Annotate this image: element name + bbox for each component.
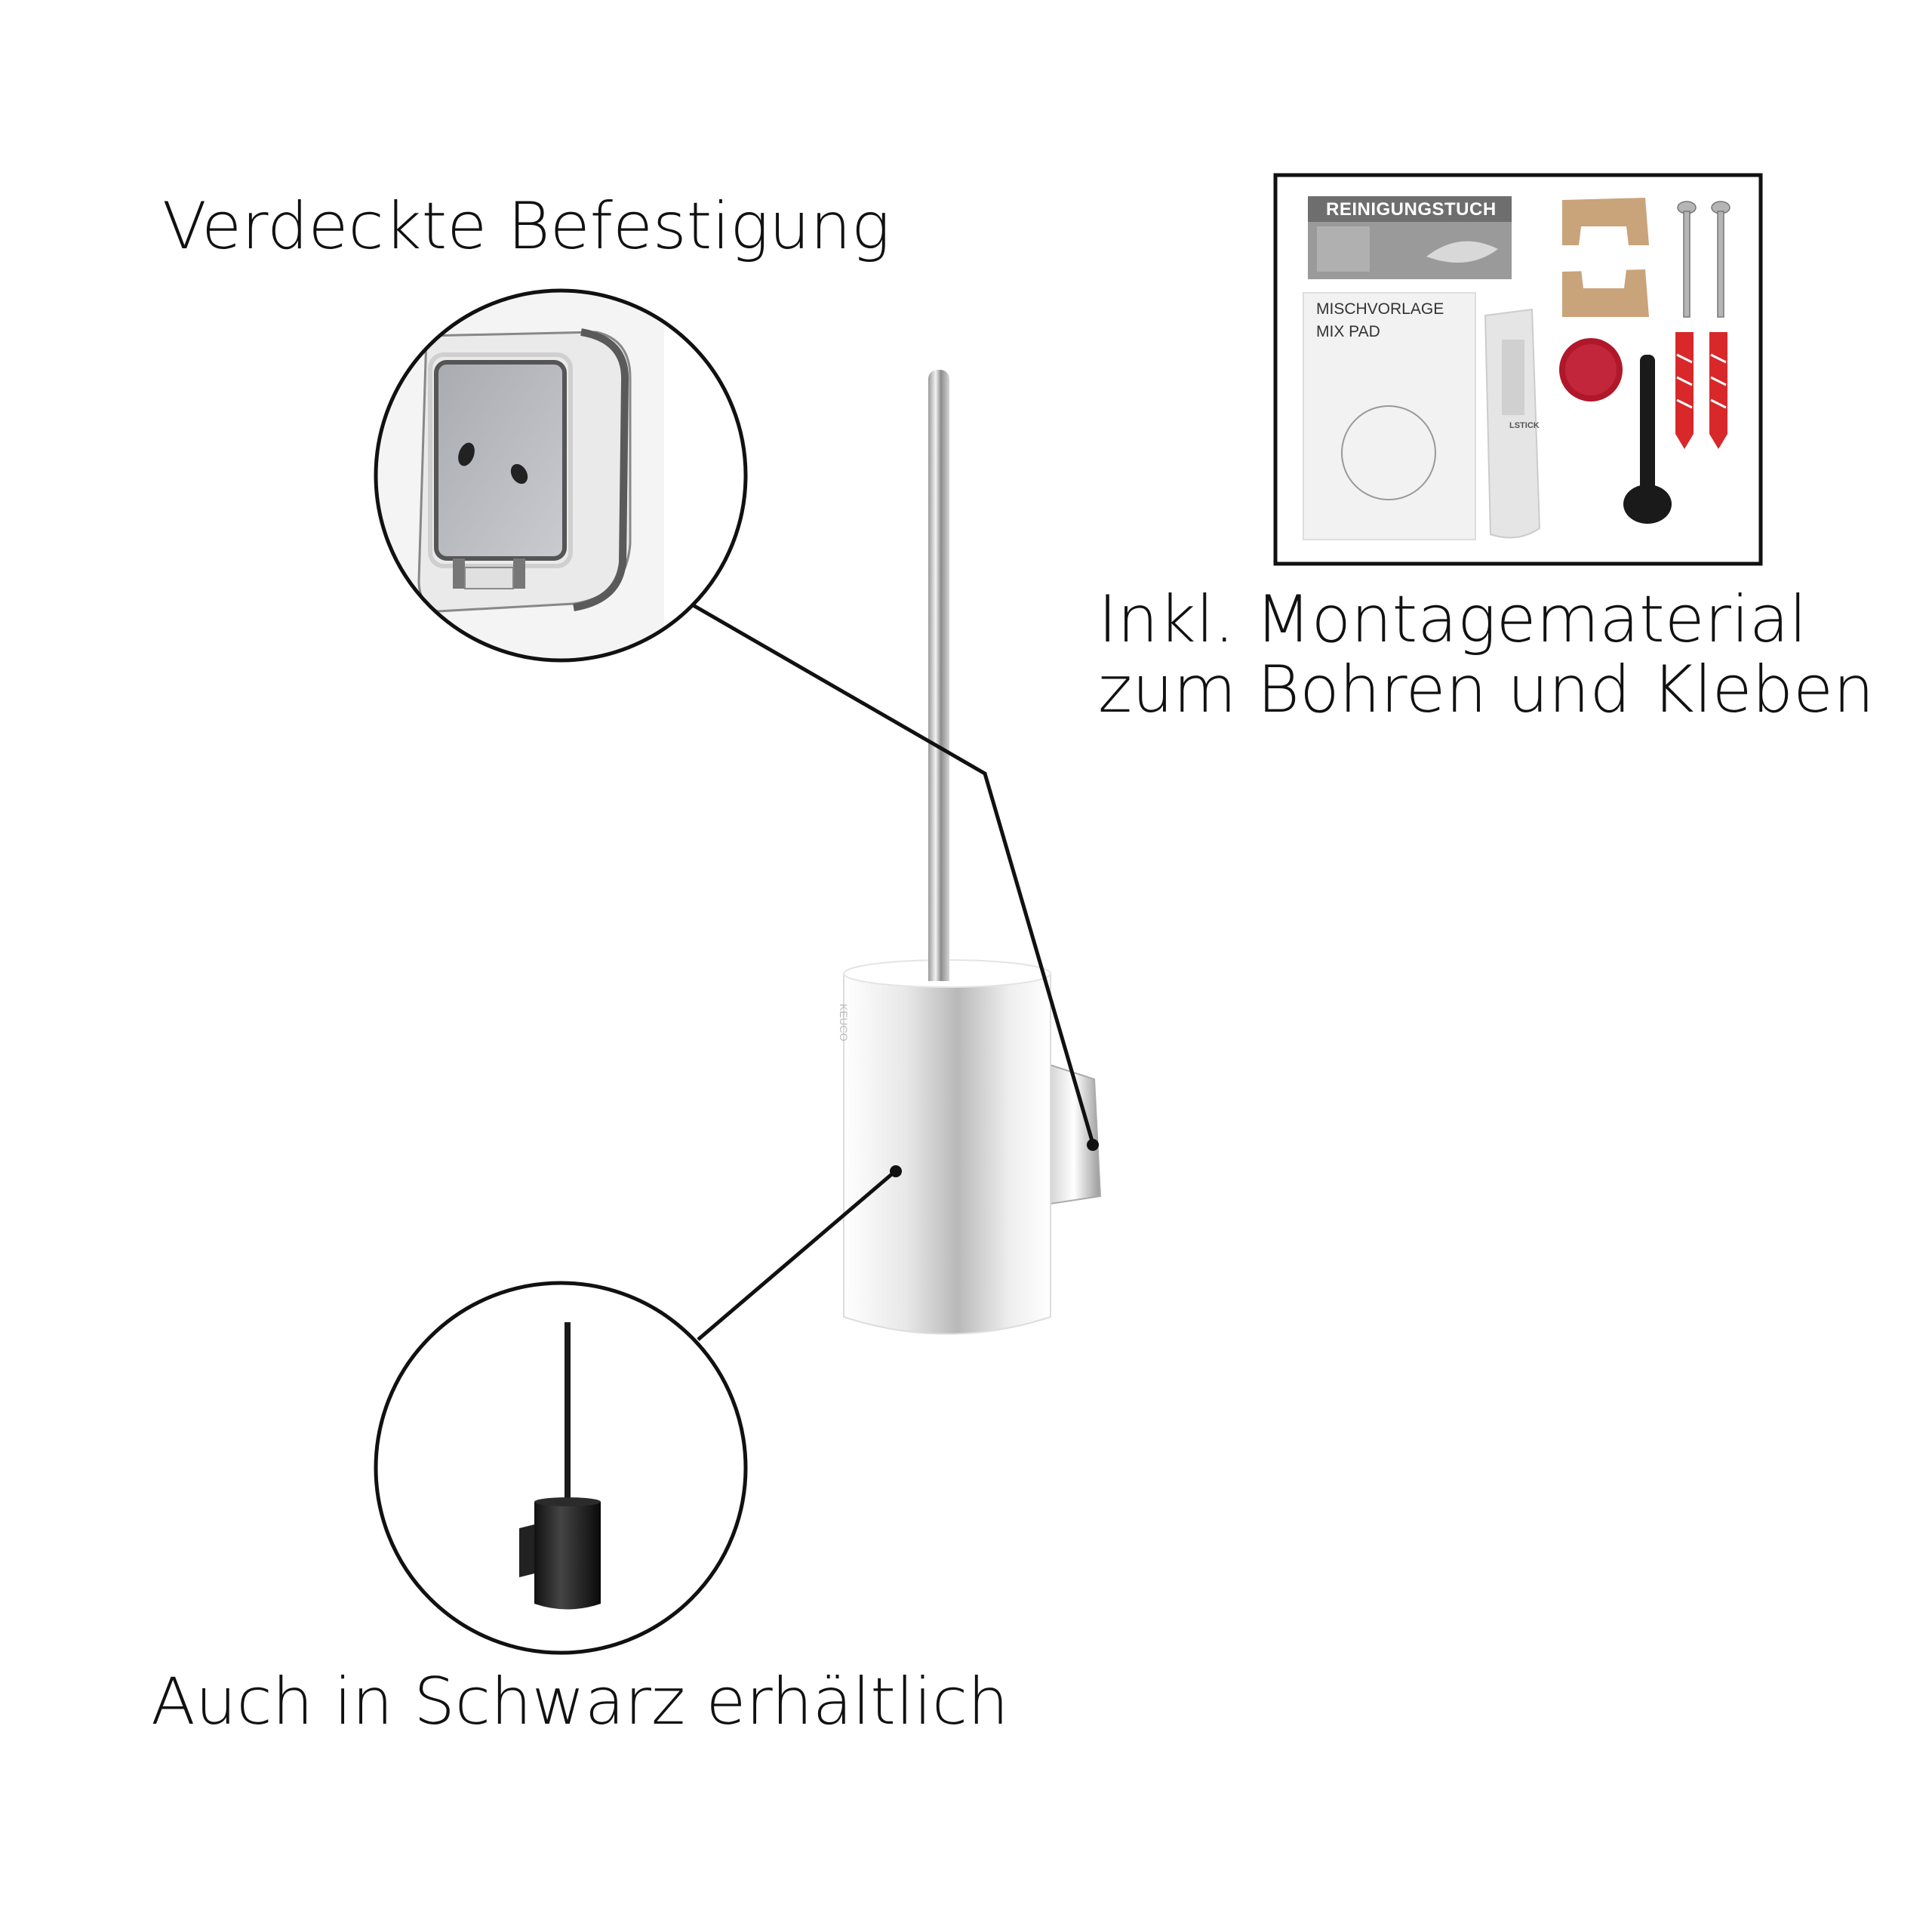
mounting-kit-image (1273, 173, 1763, 566)
leader-dot-bracket (1087, 1139, 1099, 1151)
adhesive-tube-label: LSTICK (1509, 421, 1540, 430)
leader-lines (689, 601, 1095, 1341)
leader-dot-cup (890, 1165, 902, 1177)
mix-pad (1303, 292, 1476, 540)
mounting-material-line2: zum Bohren und Kleben (1098, 651, 1875, 728)
adhesive-tube (1484, 308, 1541, 539)
cardboard-spacer-top (1562, 198, 1649, 245)
mix-pad-label-1: MISCHVORLAGE (1316, 300, 1444, 318)
brush-handle (928, 370, 949, 1004)
mounting-material-label: Inkl. Montagematerial zum Bohren und Kle… (1098, 585, 1875, 725)
detail-circle-black (374, 1281, 748, 1655)
wall-plugs (1675, 332, 1727, 449)
mounting-material-line1: Inkl. Montagematerial (1098, 582, 1807, 657)
cleaning-cloth-label: REINIGUNGSTUCH (1326, 199, 1497, 220)
brush-cup (843, 959, 1051, 1335)
hidden-mount-label: Verdeckte Befestigung (162, 189, 891, 264)
toilet-brush-holder (843, 370, 1102, 1335)
brand-mark: KEUCO (838, 1004, 850, 1041)
detail-circle-mount (374, 288, 748, 663)
mix-pad-label-2: MIX PAD (1316, 323, 1380, 340)
spatula (1623, 355, 1672, 524)
black-available-label: Auch in Schwarz erhältlich (151, 1664, 1009, 1740)
screws (1677, 201, 1730, 318)
